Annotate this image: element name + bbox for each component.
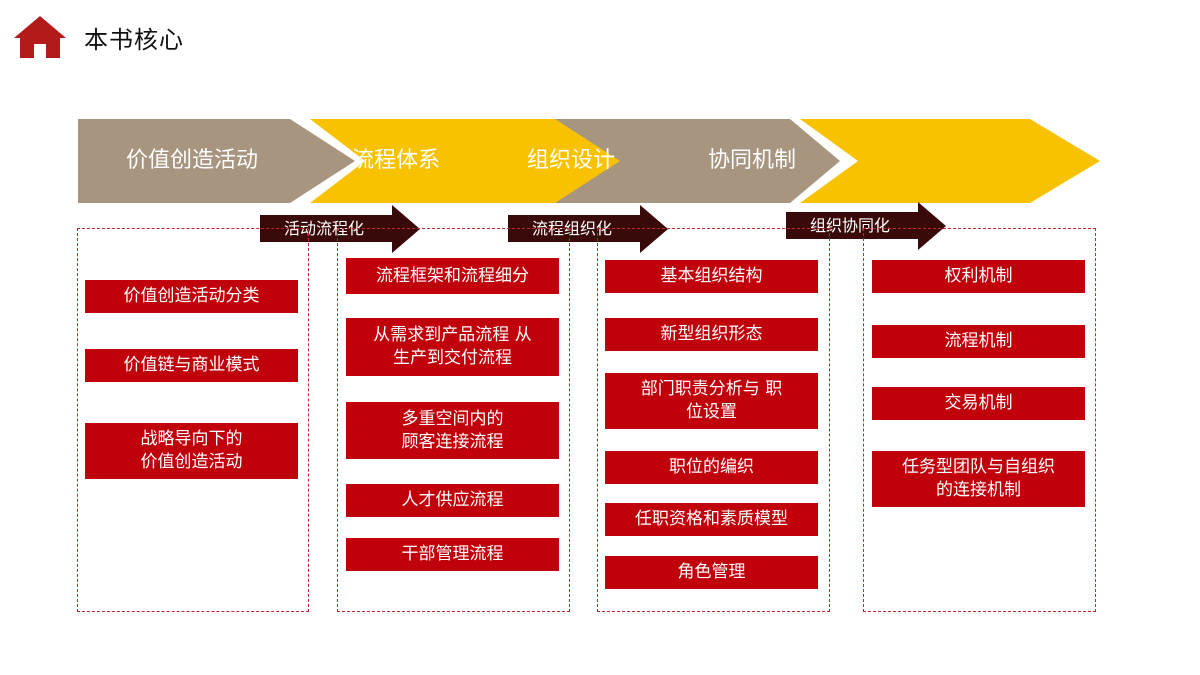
item-process-mechanism: 流程机制 — [872, 325, 1085, 358]
item-new-org-form: 新型组织形态 — [605, 318, 818, 351]
column-panel-1 — [77, 228, 309, 612]
item-dept-duty-analysis: 部门职责分析与 职 位设置 — [605, 373, 818, 429]
stage-label-value-creation: 价值创造活动 — [126, 148, 259, 173]
item-customer-connection: 多重空间内的 顾客连接流程 — [346, 402, 559, 459]
item-role-management: 角色管理 — [605, 556, 818, 589]
item-position-compilation: 职位的编织 — [605, 451, 818, 484]
flow-label-1: 活动流程化 — [284, 219, 365, 238]
item-qualification-model: 任职资格和素质模型 — [605, 503, 818, 536]
flow-arrow-activity-to-process: 活动流程化 — [260, 205, 420, 253]
item-value-chain-business-model: 价值链与商业模式 — [85, 349, 298, 382]
flow-arrow-process-to-org: 流程组织化 — [508, 205, 668, 253]
item-demand-to-delivery: 从需求到产品流程 从 生产到交付流程 — [346, 318, 559, 376]
header: 本书核心 — [12, 12, 184, 62]
item-value-activity-classification: 价值创造活动分类 — [85, 280, 298, 313]
flow-label-2: 流程组织化 — [532, 219, 613, 238]
item-rights-mechanism: 权利机制 — [872, 260, 1085, 293]
page-title: 本书核心 — [84, 25, 184, 54]
stage-chevron-5 — [800, 119, 1100, 203]
stage-label-process-system: 流程体系 — [352, 148, 441, 173]
column-panel-3 — [597, 228, 830, 612]
column-panel-4 — [863, 228, 1096, 612]
stage-label-collaboration: 协同机制 — [708, 148, 797, 173]
column-panel-2 — [337, 228, 570, 612]
home-icon[interactable] — [12, 14, 68, 60]
item-team-self-org: 任务型团队与自组织 的连接机制 — [872, 451, 1085, 507]
stage-label-org-design: 组织设计 — [527, 148, 616, 173]
flow-label-3: 组织协同化 — [810, 216, 891, 235]
item-basic-org-structure: 基本组织结构 — [605, 260, 818, 293]
flow-arrow-org-to-collab: 组织协同化 — [786, 202, 946, 250]
item-strategy-value-activities: 战略导向下的 价值创造活动 — [85, 423, 298, 479]
item-cadre-management: 干部管理流程 — [346, 538, 559, 571]
item-talent-supply: 人才供应流程 — [346, 484, 559, 517]
item-transaction-mechanism: 交易机制 — [872, 387, 1085, 420]
item-process-framework: 流程框架和流程细分 — [346, 258, 559, 294]
